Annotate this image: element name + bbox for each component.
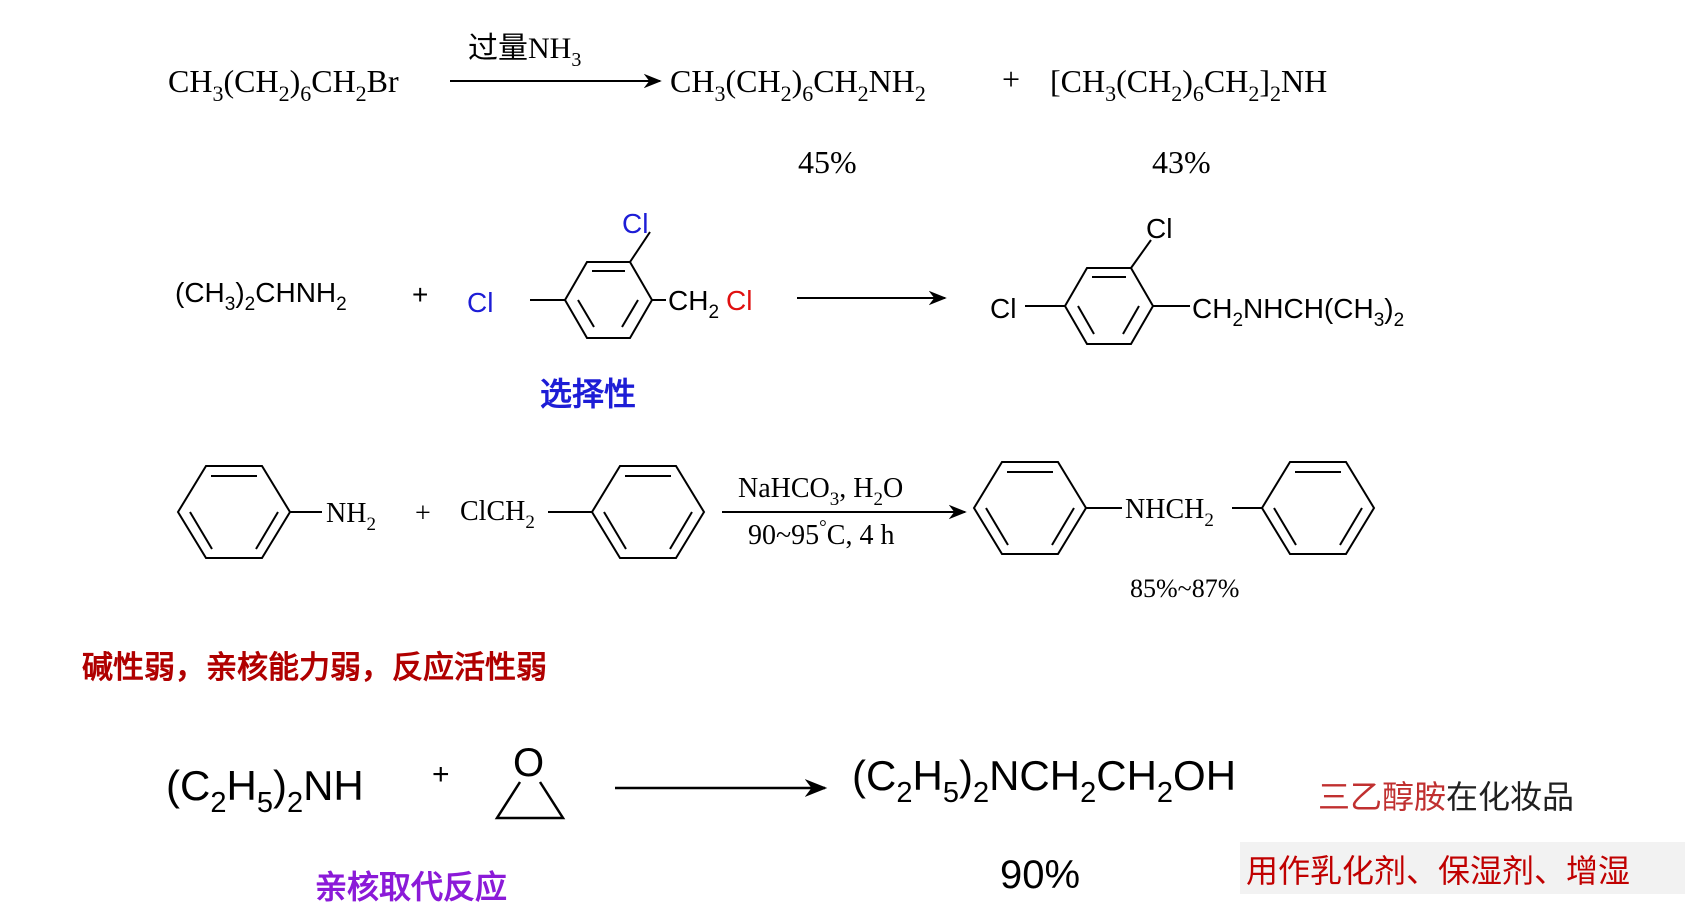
- r1-yield-1: 45%: [798, 144, 857, 180]
- r2-product-cl-left: Cl: [990, 293, 1016, 324]
- r3-condition-top: NaHCO3, H2O: [738, 473, 903, 510]
- r4-side-note-line1: 三乙醇胺在化妆品: [1318, 778, 1574, 816]
- r2-reactant-cl-left: Cl: [467, 287, 493, 318]
- r2-product-cl-top: Cl: [1146, 213, 1172, 244]
- r2-reactant-cl-red: Cl: [726, 285, 752, 316]
- r3-plus: +: [415, 498, 431, 529]
- r2-reactant-ring: [530, 231, 666, 339]
- r1-reactant: CH3(CH2)6CH2Br: [168, 63, 399, 106]
- r3-aniline-nh2: NH2: [326, 498, 376, 535]
- r1-reagent: 过量NH3: [468, 32, 581, 71]
- r4-plus: +: [432, 758, 450, 791]
- r2-note-selectivity: 选择性: [540, 375, 636, 413]
- r4-note-sn: 亲核取代反应: [315, 868, 507, 906]
- r2-product-side: CH2NHCH(CH3)2: [1192, 293, 1404, 331]
- r1-product-1: CH3(CH2)6CH2NH2: [670, 63, 926, 106]
- r1-plus: +: [1002, 61, 1020, 97]
- r2-reactant-ch2: CH2: [668, 285, 719, 323]
- r3-product-nhch2: NHCH2: [1125, 494, 1214, 531]
- r3-aniline-ring: [176, 465, 322, 559]
- r3-condition-bottom: 90~95°C, 4 h: [748, 517, 894, 551]
- r4-epoxide: [494, 781, 566, 820]
- r2-amine: (CH3)2CHNH2: [175, 277, 347, 315]
- r3-product-ring-2: [1232, 461, 1376, 555]
- r2-plus: +: [412, 279, 428, 310]
- r4-side-note-line2: 用作乳化剂、保湿剂、增湿: [1246, 852, 1630, 890]
- reaction-4: (C2H5)2NH + O (C2H5)2NCH2CH2OH 90% 亲核取代反…: [166, 741, 1685, 906]
- r2-product-ring: [1025, 239, 1190, 345]
- r3-benzyl-clch2: ClCH2: [460, 496, 535, 533]
- r4-side-note: 三乙醇胺在化妆品 用作乳化剂、保湿剂、增湿: [1240, 778, 1685, 894]
- r4-yield: 90%: [1000, 853, 1080, 897]
- r1-product-2: [CH3(CH2)6CH2]2NH: [1050, 63, 1327, 106]
- r4-side-note-highlight: [1240, 842, 1685, 894]
- r2-reactant-cl-top: Cl: [622, 208, 648, 239]
- r3-benzyl-ring: [548, 465, 706, 559]
- r3-note-weak-basicity: 碱性弱，亲核能力弱，反应活性弱: [82, 650, 547, 686]
- reaction-3: NH2 + ClCH2 NaHCO3, H2O 90~95°C, 4 h NHC…: [82, 461, 1376, 686]
- r4-amine: (C2H5)2NH: [166, 762, 364, 819]
- reaction-1: CH3(CH2)6CH2Br 过量NH3 CH3(CH2)6CH2NH2 + […: [168, 32, 1327, 180]
- r3-product-ring-1: [972, 461, 1122, 555]
- r1-yield-2: 43%: [1152, 144, 1211, 180]
- reaction-2: (CH3)2CHNH2 + Cl Cl CH2 Cl Cl Cl: [175, 208, 1404, 413]
- r4-product: (C2H5)2NCH2CH2OH: [852, 752, 1236, 809]
- r3-yield: 85%~87%: [1130, 574, 1239, 603]
- r4-epoxide-o: O: [513, 741, 544, 785]
